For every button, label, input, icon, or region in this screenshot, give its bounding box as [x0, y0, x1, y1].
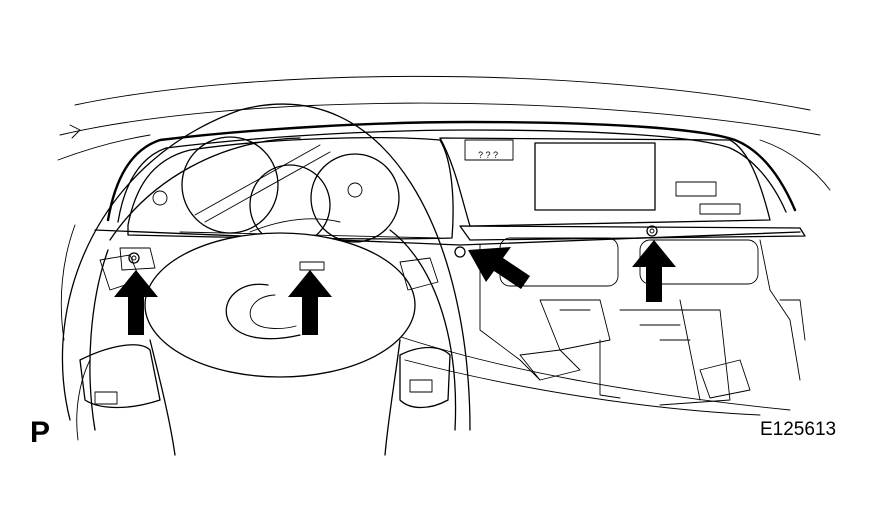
fastening-points: [119, 225, 658, 271]
center-panel-bolt: [646, 225, 658, 237]
center-panel: ? ? ?: [439, 137, 806, 241]
svg-text:? ? ?: ? ? ?: [478, 150, 498, 160]
figure-code: E125613: [760, 419, 837, 440]
steering-wheel: [61, 103, 471, 456]
view-letter: P: [30, 416, 51, 449]
arrow-left-lower-bolt: [114, 270, 158, 335]
left-lower-bolt: [128, 252, 140, 264]
right-side-clip: [454, 246, 466, 258]
arrow-right-side-clip: [468, 247, 530, 289]
arrow-center-panel-bolt: [632, 240, 676, 302]
arrow-center-clip: [288, 270, 332, 335]
dashboard-top-edge: [106, 120, 797, 223]
center-clip: [299, 261, 325, 271]
lower-dashboard-curves: [60, 224, 791, 441]
combination-meter: [127, 136, 454, 246]
callout-arrows: [114, 240, 676, 335]
windshield-lines: [57, 75, 831, 191]
